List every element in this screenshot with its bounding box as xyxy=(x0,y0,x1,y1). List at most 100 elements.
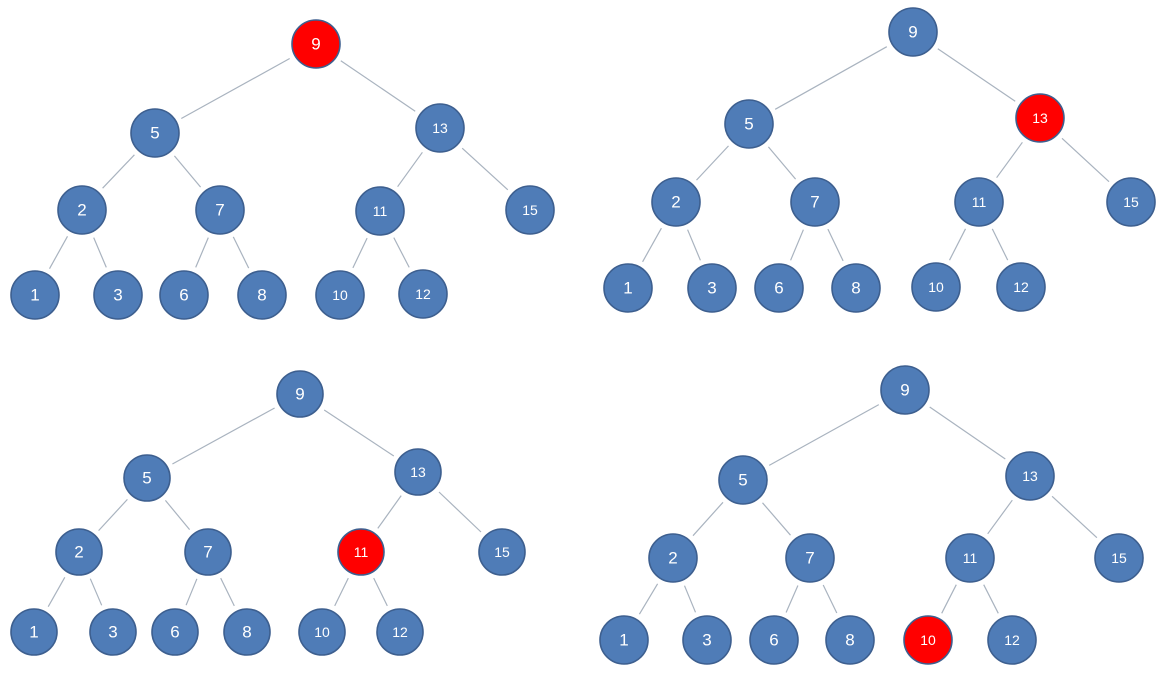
node-7: 7 xyxy=(184,528,232,576)
node-15: 15 xyxy=(1106,177,1156,227)
edge-2-3 xyxy=(89,578,103,606)
node-label: 15 xyxy=(1111,550,1127,566)
edge-9-5 xyxy=(181,57,290,120)
edge-11-10 xyxy=(334,577,349,607)
node-label: 1 xyxy=(30,286,39,305)
node-8: 8 xyxy=(237,270,287,320)
node-label: 11 xyxy=(972,194,987,210)
node-circle xyxy=(648,533,698,583)
node-circle xyxy=(10,270,60,320)
node-circle xyxy=(603,263,653,313)
node-circle xyxy=(394,448,442,496)
node-label: 9 xyxy=(295,385,304,404)
edge-7-6 xyxy=(785,585,799,613)
node-label: 1 xyxy=(29,623,38,642)
node-label: 3 xyxy=(108,623,117,642)
edge-9-13 xyxy=(929,406,1006,460)
edge-5-7 xyxy=(767,146,797,180)
node-5: 5 xyxy=(718,455,768,505)
edge-9-13 xyxy=(323,409,395,457)
edge-13-15 xyxy=(1051,495,1098,539)
node-circle xyxy=(754,263,804,313)
node-3: 3 xyxy=(687,263,737,313)
node-circle xyxy=(237,270,287,320)
node-circle xyxy=(749,615,799,665)
node-label: 5 xyxy=(142,469,151,488)
node-label: 10 xyxy=(332,287,348,303)
node-6: 6 xyxy=(151,608,199,656)
node-7: 7 xyxy=(195,185,245,235)
node-circle xyxy=(89,608,137,656)
node-9: 9 xyxy=(880,365,930,415)
node-label: 10 xyxy=(920,632,936,648)
node-circle xyxy=(880,365,930,415)
node-circle xyxy=(1005,451,1055,501)
node-9: 9 xyxy=(276,370,324,418)
edge-5-2 xyxy=(98,498,128,532)
node-2: 2 xyxy=(651,177,701,227)
node-circle xyxy=(1094,533,1144,583)
node-label: 2 xyxy=(668,549,677,568)
node-label: 9 xyxy=(900,381,909,400)
node-15: 15 xyxy=(505,185,555,235)
node-10: 10 xyxy=(298,608,346,656)
node-circle xyxy=(355,186,405,236)
node-label: 8 xyxy=(845,631,854,650)
node-15: 15 xyxy=(1094,533,1144,583)
edge-5-2 xyxy=(692,501,724,537)
edge-5-2 xyxy=(102,154,135,189)
node-circle xyxy=(785,533,835,583)
node-label: 5 xyxy=(150,124,159,143)
edge-13-11 xyxy=(996,141,1023,179)
node-label: 11 xyxy=(373,203,388,219)
node-11: 11 xyxy=(954,177,1004,227)
node-circle xyxy=(130,108,180,158)
node-circle xyxy=(687,263,737,313)
node-10-highlighted: 10 xyxy=(903,615,953,665)
node-label: 12 xyxy=(1013,279,1029,295)
node-circle xyxy=(825,615,875,665)
edge-9-13 xyxy=(937,48,1016,102)
node-label: 11 xyxy=(963,550,978,566)
node-circle xyxy=(184,528,232,576)
node-11: 11 xyxy=(945,533,995,583)
node-12: 12 xyxy=(376,608,424,656)
node-circle xyxy=(376,608,424,656)
node-15: 15 xyxy=(478,528,526,576)
node-circle xyxy=(682,615,732,665)
node-8: 8 xyxy=(223,608,271,656)
node-12: 12 xyxy=(996,262,1046,312)
node-circle xyxy=(55,528,103,576)
edge-13-15 xyxy=(1061,137,1110,183)
node-6: 6 xyxy=(754,263,804,313)
edge-11-10 xyxy=(941,584,957,614)
node-circle xyxy=(123,454,171,502)
node-label: 7 xyxy=(805,549,814,568)
edge-13-11 xyxy=(377,495,402,529)
edge-11-12 xyxy=(393,237,410,268)
node-5: 5 xyxy=(724,99,774,149)
node-circle xyxy=(298,608,346,656)
node-circle xyxy=(945,533,995,583)
edge-9-5 xyxy=(172,407,275,465)
node-label: 6 xyxy=(179,286,188,305)
node-label: 9 xyxy=(311,35,320,54)
node-8: 8 xyxy=(825,615,875,665)
node-6: 6 xyxy=(749,615,799,665)
edge-2-3 xyxy=(687,229,701,261)
node-label: 6 xyxy=(170,623,179,642)
node-label: 13 xyxy=(1022,468,1038,484)
edge-5-7 xyxy=(164,500,191,530)
node-label: 10 xyxy=(314,624,330,640)
node-label: 8 xyxy=(851,279,860,298)
node-label: 1 xyxy=(619,631,628,650)
node-label: 2 xyxy=(74,543,83,562)
node-13-highlighted: 13 xyxy=(1015,93,1065,143)
node-label: 11 xyxy=(354,544,369,560)
node-12: 12 xyxy=(987,615,1037,665)
node-circle xyxy=(996,262,1046,312)
